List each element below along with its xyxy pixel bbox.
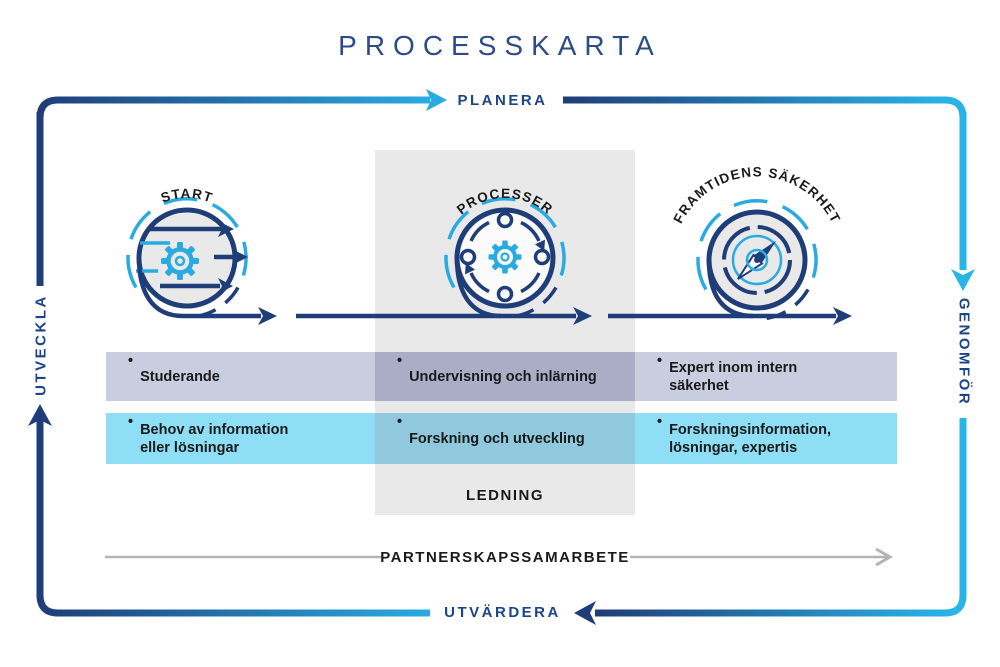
row2-cell-behov: • Behov av information eller lösningar xyxy=(128,414,289,456)
bullet-icon: • xyxy=(657,414,663,430)
processer-dashed-ring xyxy=(444,197,566,289)
row2-cell-forskning: • Forskning och utveckling xyxy=(397,414,585,447)
partnership-line xyxy=(105,547,894,567)
ledning-label: LEDNING xyxy=(466,486,544,504)
bullet-icon: • xyxy=(397,353,403,369)
utvardera-arrow-icon xyxy=(574,601,596,625)
cycle-orbit-glyph xyxy=(459,211,551,303)
cycle-label-genomfor: GENOMFÖR xyxy=(955,297,973,407)
bullet-icon: • xyxy=(397,414,403,430)
utveckla-arrow-icon xyxy=(28,404,52,426)
start-icon xyxy=(126,197,248,319)
band-row2-shaded xyxy=(375,413,635,464)
compass-cyan-dial xyxy=(731,234,783,286)
planera-arrow-icon xyxy=(426,89,447,111)
flow-arrow-2 xyxy=(573,307,592,325)
start-gear-icon xyxy=(161,242,199,280)
border-top-right xyxy=(563,96,967,119)
stage-label-start: START xyxy=(159,186,215,206)
row2-cell-forskningsinformation: • Forskningsinformation, lösningar, expe… xyxy=(657,414,831,456)
cycle-label-utvardera: UTVÄRDERA xyxy=(444,604,561,621)
start-dashed-ring xyxy=(126,197,248,289)
compass-outer-dial xyxy=(722,225,792,295)
compass-dashed-ring xyxy=(696,199,818,291)
start-arrows-glyph xyxy=(150,226,236,289)
band-row1-shaded xyxy=(375,352,635,401)
start-circle-bg xyxy=(142,213,232,303)
border-bottom-left xyxy=(36,594,430,617)
bullet-icon: • xyxy=(657,353,663,369)
flow-arrow-3 xyxy=(833,307,852,325)
partnership-arrow-icon xyxy=(875,547,894,567)
compass-dashed-ring-navy xyxy=(761,288,810,321)
flow-line xyxy=(136,257,836,319)
cycle-label-planera: PLANERA xyxy=(457,92,548,109)
processer-circle-bg xyxy=(460,213,550,303)
compass-icon xyxy=(696,199,818,321)
border-top-left xyxy=(36,96,430,119)
cycle-label-utveckla: UTVECKLA xyxy=(32,294,50,396)
page-title: PROCESSKARTA xyxy=(338,30,662,61)
processer-gear-icon xyxy=(488,240,522,274)
partnership-label: PARTNERSKAPSSAMARBETE xyxy=(380,548,630,566)
bullet-icon: • xyxy=(128,414,134,430)
border-bottom-right xyxy=(595,418,967,617)
row1-cell-undervisning: • Undervisning och inlärning xyxy=(397,353,597,385)
row1-cell-studerande: • Studerande xyxy=(128,353,220,385)
flow-arrow-1 xyxy=(258,307,277,325)
row1-cell-expert: • Expert inom intern säkerhet xyxy=(657,353,798,394)
cycle-border xyxy=(28,89,975,625)
genomfor-arrow-icon xyxy=(951,269,975,291)
bullet-icon: • xyxy=(128,353,134,369)
